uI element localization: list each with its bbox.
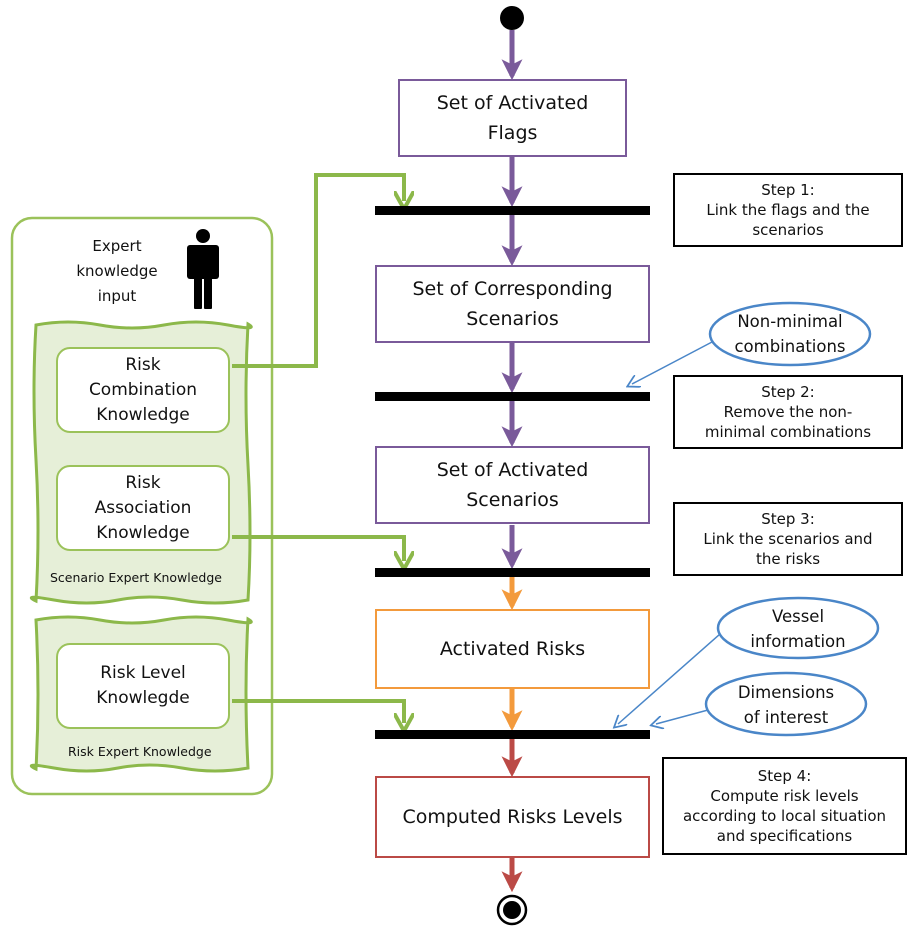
non-minimal-callout-text: Non-minimal combinations bbox=[734, 312, 846, 356]
corresponding-scenarios-box: Set of Corresponding Scenarios bbox=[375, 265, 650, 343]
scenario-group-label: Scenario Expert Knowledge bbox=[50, 570, 222, 585]
activated-scenarios-box: Set of Activated Scenarios bbox=[375, 446, 650, 524]
sync-bar-2 bbox=[375, 392, 650, 401]
sync-bar-4 bbox=[375, 730, 650, 739]
vessel-callout-ellipse bbox=[716, 596, 880, 660]
sync-bar-1 bbox=[375, 206, 650, 215]
vessel-callout-text: Vessel information bbox=[750, 607, 846, 651]
risk-group-label: Risk Expert Knowledge bbox=[68, 744, 212, 759]
risk-combination-knowledge-box: Risk Combination Knowledge bbox=[56, 347, 230, 433]
expert-input-label: Expert knowledge input bbox=[76, 237, 158, 305]
activated-risks-box: Activated Risks bbox=[375, 609, 650, 689]
step-2-box: Step 2: Remove the non- minimal combinat… bbox=[673, 375, 903, 449]
end-node bbox=[503, 901, 521, 919]
non-minimal-callout-ellipse bbox=[708, 301, 872, 367]
step-1-box: Step 1: Link the flags and the scenarios bbox=[673, 173, 903, 247]
risk-association-knowledge-box: Risk Association Knowledge bbox=[56, 465, 230, 551]
dimensions-callout-ellipse bbox=[704, 671, 868, 737]
computed-risks-box: Computed Risks Levels bbox=[375, 776, 650, 858]
step-3-box: Step 3: Link the scenarios and the risks bbox=[673, 502, 903, 576]
risk-level-knowledge-box: Risk Level Knowlegde bbox=[56, 643, 230, 729]
activated-flags-box: Set of Activated Flags bbox=[398, 79, 627, 157]
dimensions-callout-text: Dimensions of interest bbox=[737, 683, 835, 727]
start-node bbox=[500, 6, 524, 30]
sync-bar-3 bbox=[375, 568, 650, 577]
person-icon bbox=[187, 229, 219, 309]
step-4-box: Step 4: Compute risk levels according to… bbox=[662, 757, 907, 855]
